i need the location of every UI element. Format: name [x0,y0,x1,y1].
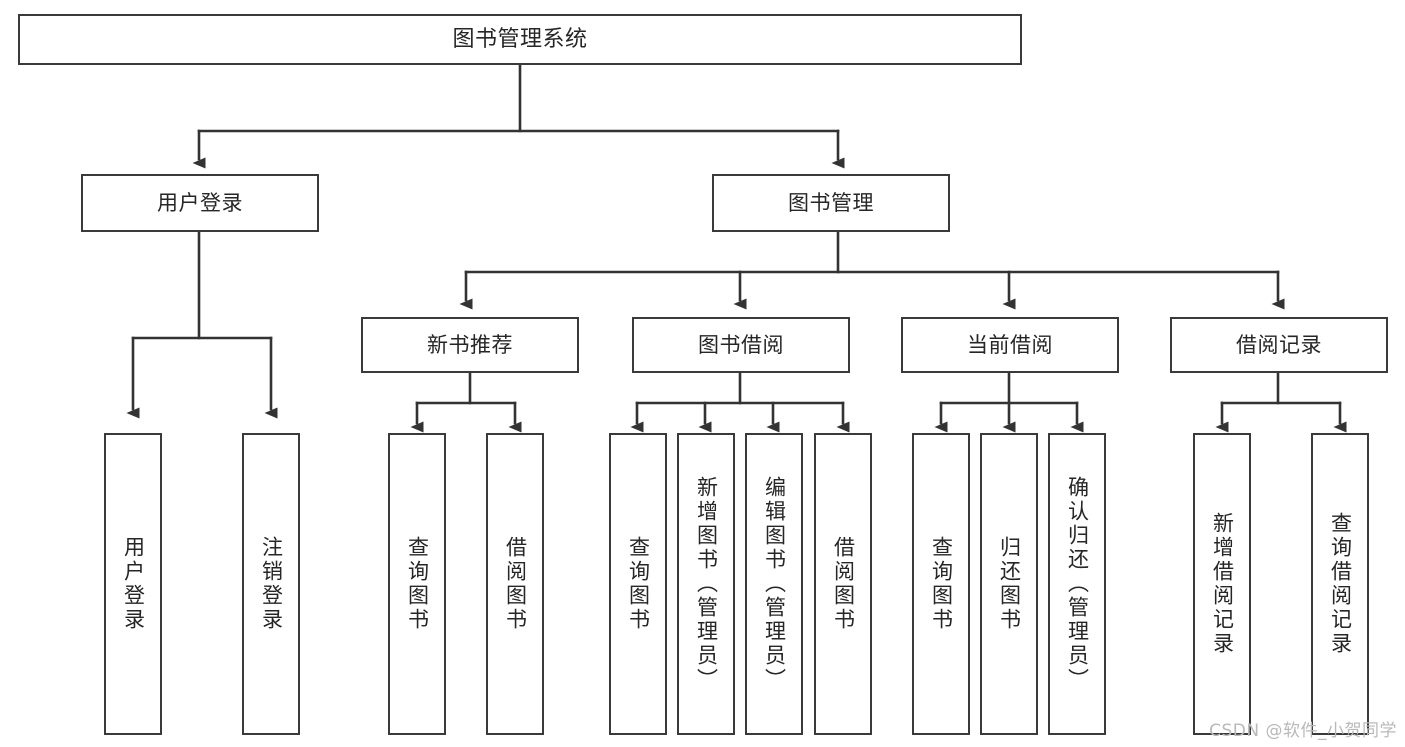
node-current-borrow-label: 当前借阅 [967,332,1053,357]
node-new-book-recommend-label: 新书推荐 [427,332,513,357]
node-leaf-user-login-label: 用户登录 [121,536,146,632]
node-new-book-recommend[interactable]: 新书推荐 [361,317,579,373]
node-leaf-confirm-return[interactable]: 确认归还（管理员） [1048,433,1106,735]
node-leaf-add-record-label: 新增借阅记录 [1210,512,1235,656]
node-leaf-return-book[interactable]: 归还图书 [980,433,1038,735]
node-leaf-user-login[interactable]: 用户登录 [104,433,162,735]
node-leaf-query-book-1-label: 查询图书 [405,536,430,632]
node-book-borrow-label: 图书借阅 [698,332,784,357]
node-root-system-label: 图书管理系统 [452,26,588,52]
node-leaf-confirm-return-label: 确认归还（管理员） [1065,476,1090,692]
node-book-borrow[interactable]: 图书借阅 [632,317,850,373]
csdn-watermark: CSDN @软件_小贺同学 [1209,721,1397,741]
node-leaf-borrow-book-2[interactable]: 借阅图书 [814,433,872,735]
node-borrow-record-label: 借阅记录 [1236,332,1322,357]
node-leaf-edit-book-label: 编辑图书（管理员） [762,476,787,692]
node-user-login-label: 用户登录 [157,190,243,215]
node-book-management-label: 图书管理 [788,190,874,215]
node-root-system[interactable]: 图书管理系统 [18,14,1022,65]
node-borrow-record[interactable]: 借阅记录 [1170,317,1388,373]
node-current-borrow[interactable]: 当前借阅 [901,317,1119,373]
node-book-management[interactable]: 图书管理 [712,174,950,232]
node-leaf-query-book-2-label: 查询图书 [626,536,651,632]
node-leaf-query-record-label: 查询借阅记录 [1328,512,1353,656]
node-leaf-query-book-3-label: 查询图书 [929,536,954,632]
node-leaf-add-book[interactable]: 新增图书（管理员） [677,433,735,735]
node-leaf-query-book-3[interactable]: 查询图书 [912,433,970,735]
node-leaf-borrow-book-1[interactable]: 借阅图书 [486,433,544,735]
node-leaf-logout-login-label: 注销登录 [259,536,284,632]
node-leaf-query-book-1[interactable]: 查询图书 [388,433,446,735]
node-leaf-logout-login[interactable]: 注销登录 [242,433,300,735]
node-leaf-query-record[interactable]: 查询借阅记录 [1311,433,1369,735]
node-leaf-borrow-book-1-label: 借阅图书 [503,536,528,632]
node-leaf-edit-book[interactable]: 编辑图书（管理员） [745,433,803,735]
node-leaf-add-record[interactable]: 新增借阅记录 [1193,433,1251,735]
node-leaf-add-book-label: 新增图书（管理员） [694,476,719,692]
node-leaf-return-book-label: 归还图书 [997,536,1022,632]
node-leaf-query-book-2[interactable]: 查询图书 [609,433,667,735]
node-user-login[interactable]: 用户登录 [81,174,319,232]
node-leaf-borrow-book-2-label: 借阅图书 [831,536,856,632]
